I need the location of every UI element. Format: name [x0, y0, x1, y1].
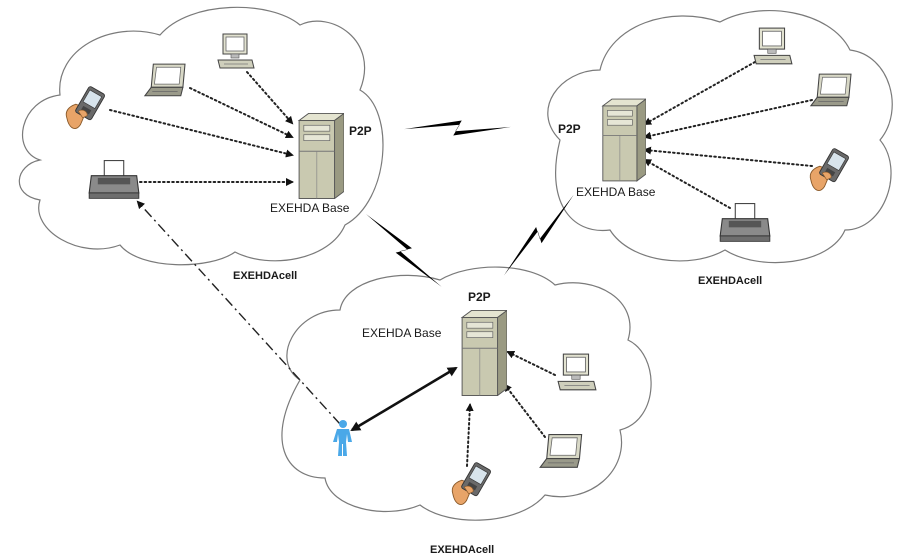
p2p-label: P2P	[558, 122, 581, 136]
p2p-label: P2P	[349, 124, 372, 138]
cloud-top-right	[547, 10, 893, 264]
cell-label: EXEHDAcell	[233, 270, 297, 282]
base-server-bottom-icon[interactable]	[461, 310, 507, 396]
base-server-top-left-icon[interactable]	[298, 113, 344, 199]
p2p-label: P2P	[468, 290, 491, 304]
cell-label: EXEHDAcell	[698, 275, 762, 287]
base-label: EXEHDA Base	[270, 201, 350, 215]
cloud-top-left	[18, 6, 384, 266]
wireless-link-top-icon	[404, 120, 511, 136]
cell-label: EXEHDAcell	[430, 544, 494, 556]
user-base-link	[350, 366, 458, 432]
base-label: EXEHDA Base	[576, 185, 656, 199]
connections-bottom	[465, 351, 556, 467]
connections-top-left	[109, 71, 294, 186]
base-server-top-right-icon[interactable]	[602, 98, 646, 182]
connections-top-right	[643, 61, 813, 209]
base-label: EXEHDA Base	[362, 326, 442, 340]
